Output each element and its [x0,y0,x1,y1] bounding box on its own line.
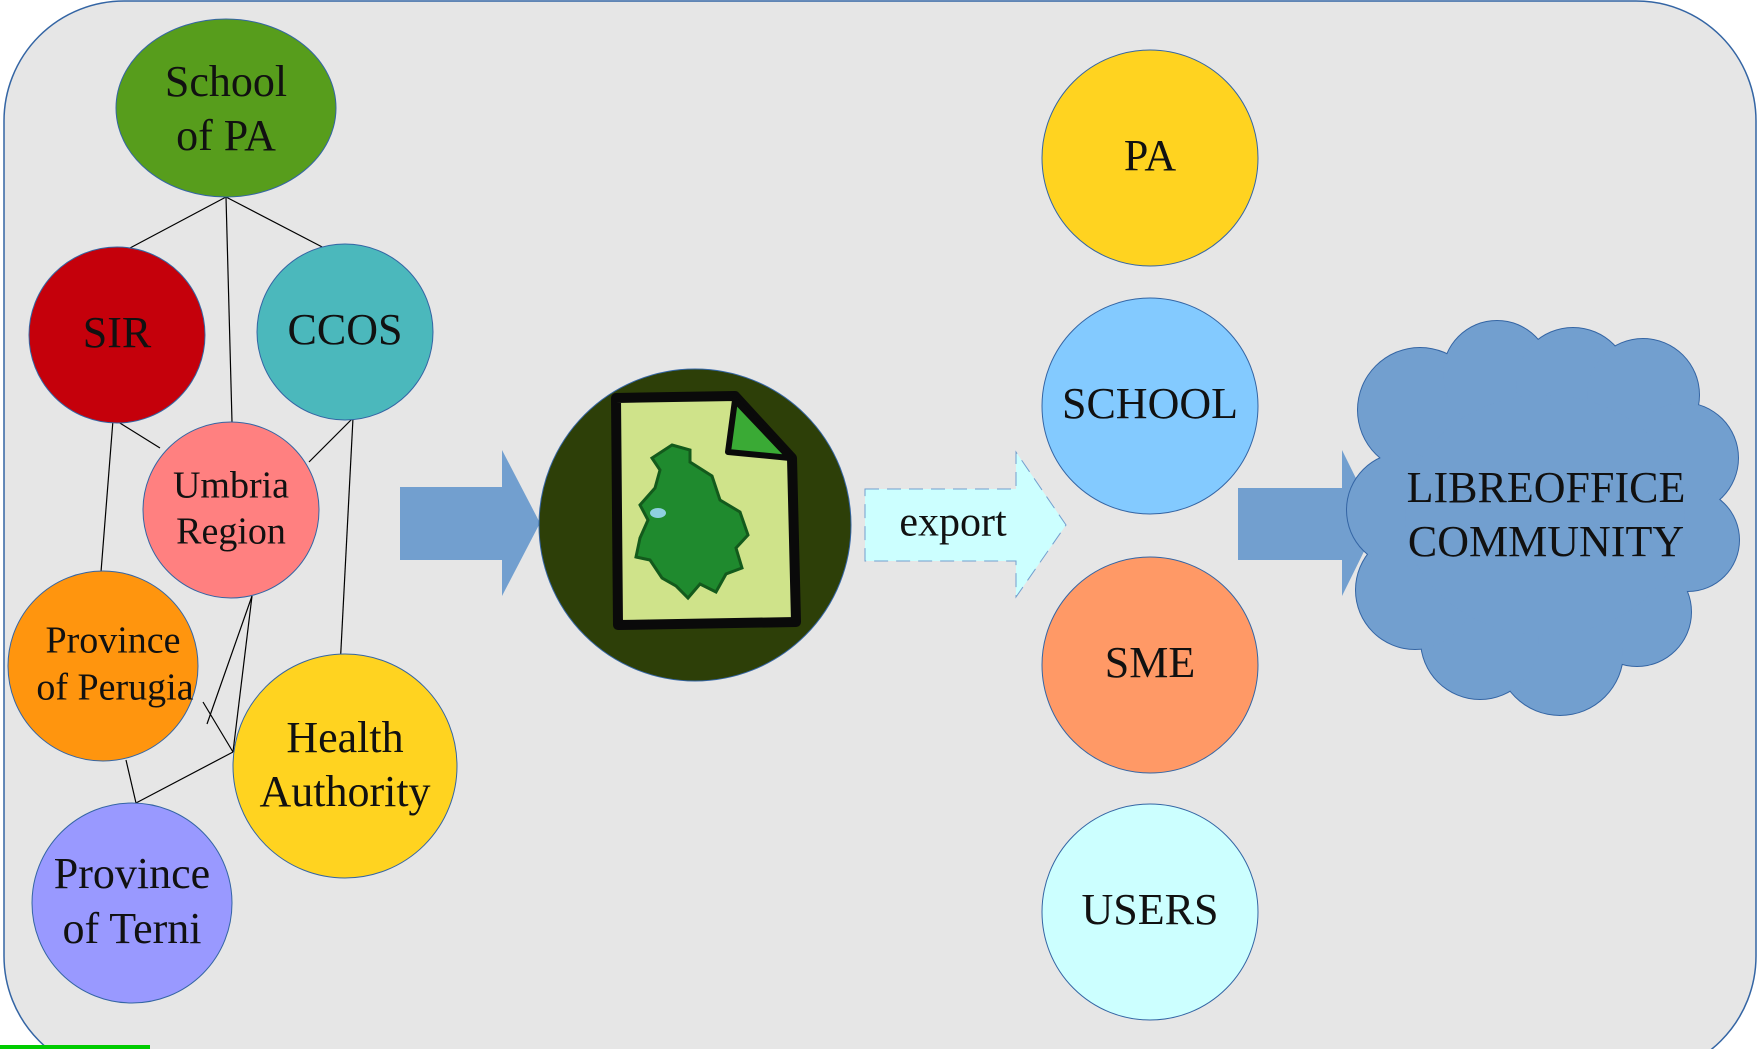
node-shape [115,18,337,198]
node-label-line: CCOS [288,305,403,354]
node-label-line: SIR [83,308,152,357]
node-umbria-region: Umbria Region [142,421,320,599]
node-label-line: Province [54,849,210,898]
connector-line [206,595,253,725]
connector-line [339,417,354,669]
community-cloud: LIBREOFFICE COMMUNITY [1346,320,1740,716]
connector-line [308,417,354,463]
node-label-line: Region [176,511,286,553]
node-label-line: of Terni [62,904,201,953]
network-connectors [100,196,354,804]
connector-line [202,701,234,753]
connector-line [232,595,253,753]
target-label: USERS [1082,885,1219,934]
target-school: SCHOOL [1041,297,1259,515]
community-label-line: LIBREOFFICE [1407,463,1686,512]
target-label: PA [1124,131,1176,180]
community-label-line: COMMUNITY [1408,517,1684,566]
accent-bar [0,1045,150,1049]
target-shape [1041,803,1259,1021]
node-shape [31,802,233,1004]
node-shape [256,243,434,421]
target-sme: SME [1041,556,1259,774]
export-arrow-shape [864,450,1067,599]
connector-line [135,751,234,804]
node-sir: SIR [28,246,206,424]
node-shape [232,653,458,879]
node-shape [142,421,320,599]
node-province-of-perugia: Province of Perugia [7,570,199,762]
node-label-line: Authority [259,767,430,816]
node-province-of-terni: Province of Terni [31,802,233,1004]
node-school-of-pa: School of PA [115,18,337,198]
cloud-fill [1347,321,1739,715]
node-shape [28,246,206,424]
node-label-line: Health [286,713,403,762]
umbria-map-document-icon [538,368,852,682]
node-label-line: Province [45,620,180,662]
connector-line [225,196,233,423]
node-health-authority: Health Authority [232,653,458,879]
connector-line [100,419,114,573]
export-arrow: export [864,450,1067,599]
target-pa: PA [1041,49,1259,267]
target-users: USERS [1041,803,1259,1021]
node-label-line: School [165,57,287,106]
connector-line [129,196,227,249]
lake-shape [650,508,666,518]
node-label-line: of PA [176,111,276,160]
node-ccos: CCOS [256,243,434,421]
node-label-line: Umbria [173,465,289,507]
target-shape [1041,556,1259,774]
connector-line [125,759,137,804]
target-shape [1041,297,1259,515]
target-label: SME [1105,638,1195,687]
export-arrow-label: export [899,500,1007,546]
connector-line [225,196,329,251]
connector-line [114,419,161,449]
document-fold [725,397,793,461]
target-shape [1041,49,1259,267]
node-shape [7,570,199,762]
flow-arrow-right [400,450,540,596]
region-shape [634,443,750,601]
node-label-line: of Perugia [36,667,193,709]
flow-arrow-right [1238,450,1378,596]
target-label: SCHOOL [1062,379,1238,428]
